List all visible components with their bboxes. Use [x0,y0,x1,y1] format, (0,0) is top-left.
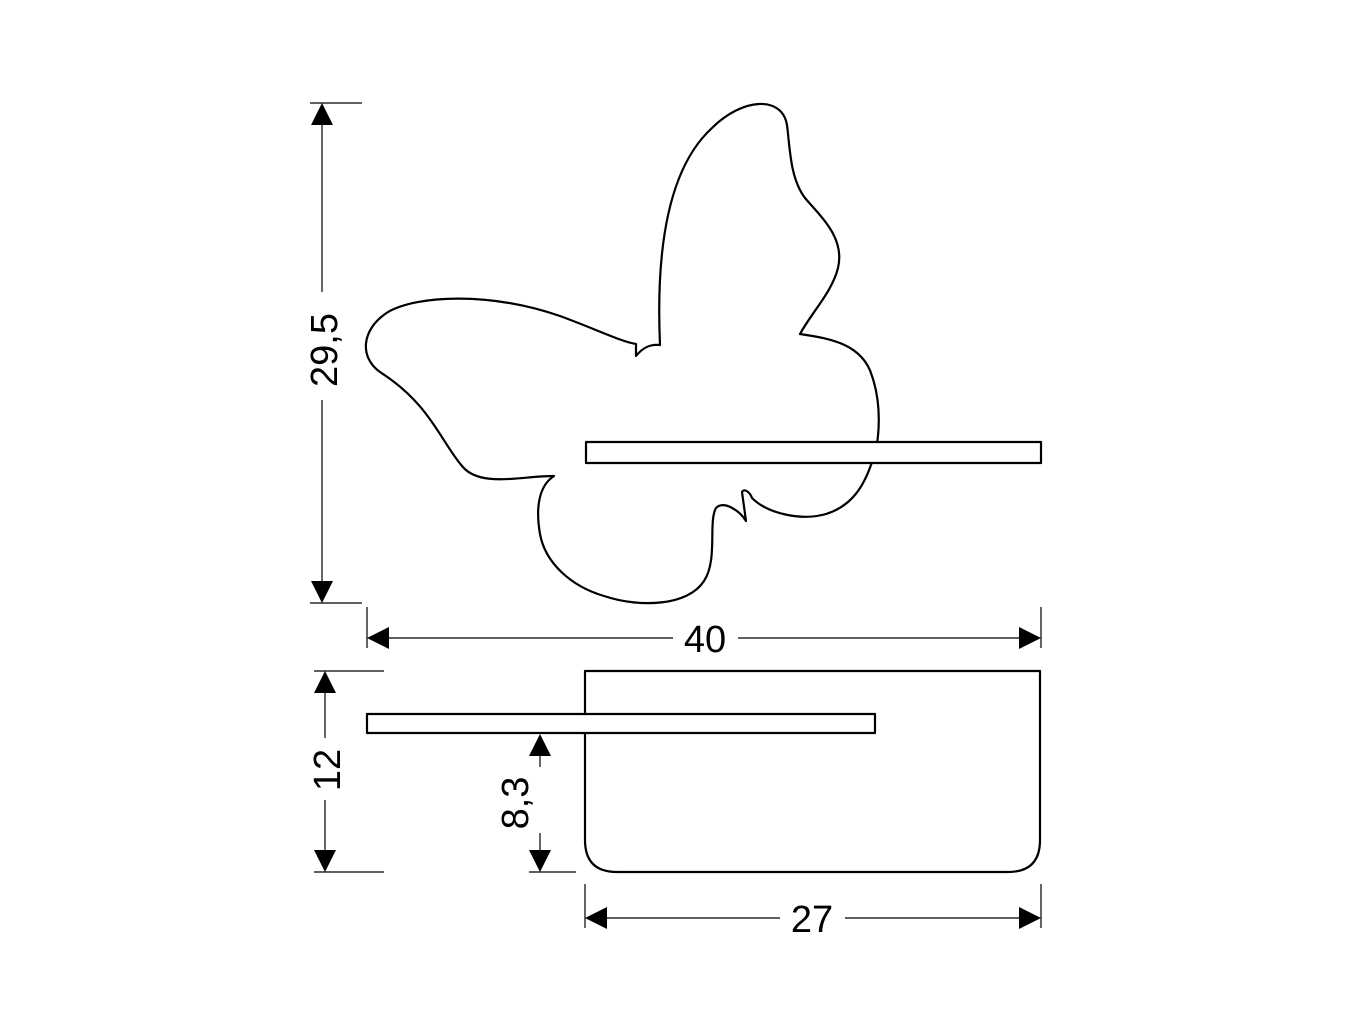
arrow-down-icon [311,581,333,603]
dimension-side-height: 12 [307,670,384,873]
arrow-left-icon [585,907,607,929]
shelf-width-label: 27 [791,899,833,941]
side-view [365,669,1042,874]
dimension-overall-width: 40 [366,607,1042,661]
shelf-side-plate [365,712,877,735]
butterfly-outline [364,102,880,605]
arrow-right-icon [1019,627,1041,649]
side-height-label: 12 [307,749,349,791]
arrow-up-icon [529,734,551,756]
arrow-right-icon [1019,907,1041,929]
shelf-height-label: 8,3 [495,777,537,830]
arrow-down-icon [314,850,336,872]
overall-width-label: 40 [684,619,726,661]
dimension-shelf-height: 8,3 [495,734,576,873]
dimension-overall-height: 29,5 [304,102,362,604]
front-view [364,102,1043,605]
shelf-side-body [583,669,1042,874]
arrow-up-icon [314,671,336,693]
arrow-up-icon [311,103,333,125]
arrow-left-icon [367,627,389,649]
arrow-down-icon [529,850,551,872]
dimension-shelf-width: 27 [584,884,1042,941]
shelf-front [584,440,1043,465]
overall-height-label: 29,5 [304,313,346,387]
